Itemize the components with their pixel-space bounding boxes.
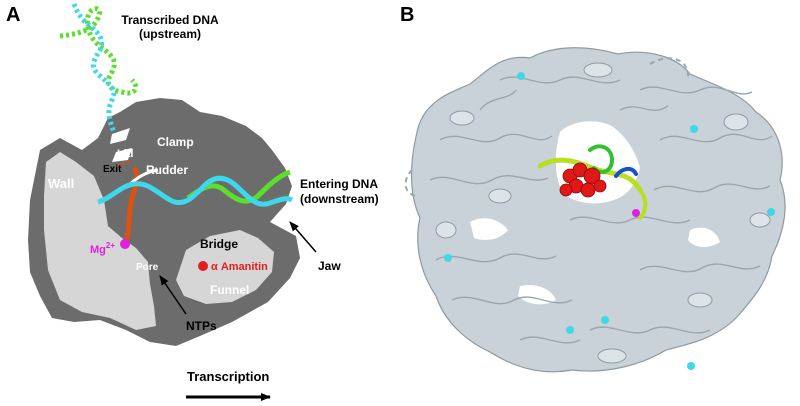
magnesium-ion (120, 239, 130, 249)
label-funnel: Funnel (210, 283, 249, 297)
protein-funnel-region (176, 230, 274, 304)
panel-b-letter: B (400, 4, 414, 26)
amanitin-spheres (559, 162, 607, 198)
label-exit: Exit (103, 164, 122, 175)
rna-transcript (123, 166, 140, 245)
downstream-dna-green-strand (186, 169, 291, 204)
label-bridge: Bridge (200, 237, 238, 251)
bridge-helix-loop (638, 188, 648, 220)
label-entering-downstream: (downstream) (300, 192, 379, 206)
label-clamp: Clamp (157, 135, 194, 149)
label-transcribed-upstream: (upstream) (139, 27, 201, 41)
label-entering-dna: Entering DNA (300, 177, 378, 191)
amanitin-site (198, 261, 208, 271)
clamp-notches (110, 128, 132, 162)
zinc-ions (444, 72, 775, 370)
label-transcription: Transcription (187, 369, 269, 384)
green-loop (588, 144, 615, 175)
blue-loop (614, 167, 638, 178)
label-lid: Lid (117, 148, 134, 160)
label-wall: Wall (48, 176, 74, 191)
protein-ribbon-structure (404, 47, 786, 373)
downstream-dna-cyan-strand (97, 175, 294, 207)
magnesium-ion-b (632, 209, 640, 217)
protein-wall-region (44, 152, 156, 330)
jaw-arrow (289, 221, 317, 253)
label-mg: Mg2+ (90, 241, 115, 256)
label-amanitin: α Amanitin (211, 261, 268, 273)
panel-b: B (400, 4, 786, 373)
ntps-arrow (159, 275, 187, 315)
upstream-dna-cyan-strand (71, 3, 117, 133)
panel-a: A Transcribed DNA (upstream) Clamp (6, 3, 379, 401)
label-pore: Pore (136, 262, 159, 273)
panel-a-letter: A (6, 4, 20, 26)
upstream-dna-green-strand (59, 6, 139, 96)
label-ntps: NTPs (186, 319, 217, 333)
label-transcribed-dna: Transcribed DNA (121, 13, 219, 27)
label-rudder: Rudder (146, 163, 188, 177)
label-jaw: Jaw (318, 259, 341, 273)
